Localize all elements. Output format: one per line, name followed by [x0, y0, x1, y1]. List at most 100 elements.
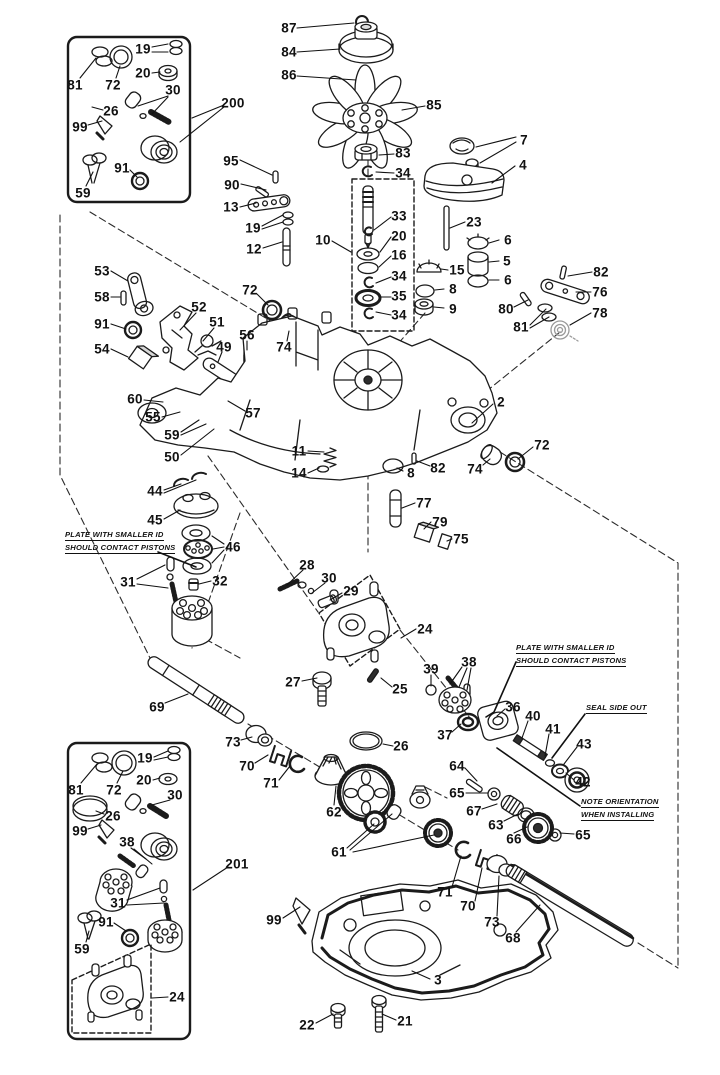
leader-line — [379, 236, 392, 253]
ring-91 — [123, 320, 143, 340]
leader-line — [474, 867, 483, 902]
part-label-43: 43 — [576, 736, 592, 752]
orings-19 — [282, 211, 294, 219]
part-label-90: 90 — [224, 177, 240, 193]
part-label-31: 31 — [120, 574, 136, 590]
housing-left-ear — [137, 402, 167, 424]
leader-line — [434, 288, 445, 291]
part-label-70: 70 — [460, 898, 476, 914]
leader-line — [110, 323, 127, 330]
leader-line — [396, 467, 404, 472]
leader-line — [563, 746, 578, 765]
part-label-72: 72 — [106, 782, 122, 798]
pulley-84 — [338, 21, 394, 64]
brake-lever-group — [519, 265, 590, 342]
part-label-63: 63 — [488, 817, 504, 833]
leader-line — [198, 580, 212, 585]
part-label-82: 82 — [593, 264, 609, 280]
leader-line — [202, 327, 215, 342]
part-label-40: 40 — [525, 708, 541, 724]
leader-line — [380, 677, 393, 688]
part-label-91: 91 — [94, 316, 110, 332]
leader-line — [91, 106, 104, 111]
leader-line — [163, 483, 182, 491]
seal-72 — [504, 451, 526, 473]
leader-line — [411, 970, 431, 980]
plug-32 — [188, 578, 199, 591]
annotation-line: SEAL SIDE OUT — [586, 703, 647, 714]
part-label-62: 62 — [326, 804, 342, 820]
leader-line — [286, 569, 304, 586]
end-plate-36 — [477, 700, 519, 741]
leader-line — [164, 693, 189, 704]
leader-line — [559, 832, 575, 835]
leader-line — [151, 71, 161, 74]
pin-82 — [559, 265, 567, 280]
leader-line — [116, 770, 124, 784]
part-label-30: 30 — [165, 82, 181, 98]
part-label-50: 50 — [164, 449, 180, 465]
leader-line — [513, 299, 529, 308]
part-label-24: 24 — [169, 989, 185, 1005]
leader-line — [375, 276, 392, 284]
leader-line — [433, 306, 445, 309]
rings-59 — [77, 912, 93, 924]
part-label-27: 27 — [285, 674, 301, 690]
bolt-22 — [330, 1002, 346, 1029]
leader-line — [401, 502, 416, 509]
snap-ring-34 — [363, 276, 374, 289]
leader-line — [375, 171, 395, 174]
leader-line — [466, 667, 472, 691]
part-label-74: 74 — [276, 339, 292, 355]
part-label-20: 20 — [391, 228, 407, 244]
part-label-38: 38 — [461, 654, 477, 670]
spring-30 — [148, 109, 172, 125]
part-label-26: 26 — [393, 738, 409, 754]
leader-line — [85, 171, 94, 187]
leader-line — [179, 312, 197, 331]
housing-right-ear — [447, 397, 489, 434]
part-label-58: 58 — [94, 289, 110, 305]
part-label-8: 8 — [449, 281, 457, 297]
washer-20 — [356, 247, 380, 261]
part-label-67: 67 — [466, 803, 482, 819]
leader-line — [180, 423, 207, 436]
part-label-24: 24 — [417, 621, 433, 637]
leader-line — [240, 183, 267, 191]
part-label-81: 81 — [68, 782, 84, 798]
part-label-76: 76 — [592, 284, 608, 300]
leader-line — [282, 906, 301, 919]
bevel-pinion-61 — [409, 785, 431, 809]
leader-line — [110, 270, 129, 282]
washer-46a — [181, 524, 211, 542]
annotation-leader — [496, 747, 581, 807]
housing-tower — [257, 307, 332, 371]
snap-ring-34 — [361, 165, 373, 178]
sealant-tube-99 — [292, 897, 311, 935]
leader-line — [152, 777, 161, 781]
plate-13 — [247, 194, 291, 212]
clip-71 — [454, 840, 472, 860]
part-label-19: 19 — [137, 750, 153, 766]
leader-line — [115, 65, 121, 79]
gear-train — [314, 731, 453, 848]
ring-26 — [349, 731, 383, 751]
annotation-line: NOTE ORIENTATION — [581, 797, 659, 808]
seal-72 — [109, 45, 133, 69]
part-label-81: 81 — [67, 77, 83, 93]
leader-line — [529, 316, 550, 329]
kit-box-10 — [351, 178, 415, 332]
leader-line — [180, 419, 200, 433]
leader-line — [180, 428, 215, 456]
leader-line — [256, 293, 269, 306]
part-label-34: 34 — [391, 268, 407, 284]
cone-99 — [96, 115, 113, 135]
leader-line — [440, 268, 449, 271]
part-label-53: 53 — [94, 263, 110, 279]
spring-28 — [277, 578, 300, 592]
leader-line — [87, 824, 102, 830]
leader-line — [296, 48, 341, 53]
tank-4 — [423, 162, 505, 202]
spring-clip-51 — [194, 334, 222, 356]
leader-line — [496, 875, 500, 917]
